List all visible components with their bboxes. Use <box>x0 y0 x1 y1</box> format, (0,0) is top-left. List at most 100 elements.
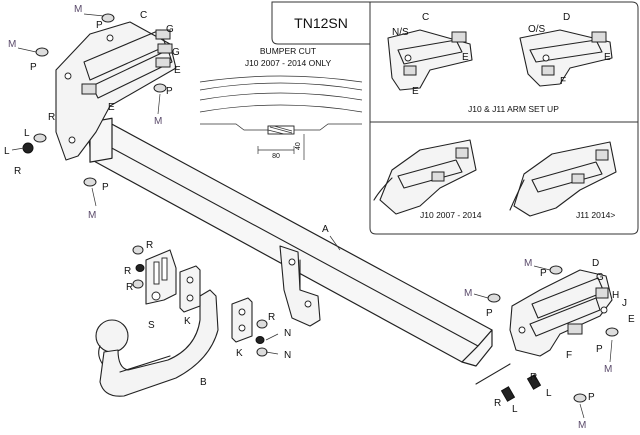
left-nut-g1 <box>155 29 171 40</box>
label-left-l2: L <box>4 146 10 157</box>
label-k2: K <box>236 348 243 359</box>
bumper-cut-subtitle: J10 2007 - 2014 ONLY <box>245 58 332 68</box>
label-right-p1: P <box>540 268 547 279</box>
os-nut <box>591 31 607 43</box>
label-left-g1: G <box>166 24 174 35</box>
label-right-l2: L <box>546 388 552 399</box>
bolt-l2 <box>526 374 542 390</box>
washer-p-right-left <box>487 293 501 303</box>
label-inset-f: F <box>560 76 566 87</box>
label-left-m2: M <box>8 39 16 50</box>
label-right-m1: M <box>524 258 532 269</box>
bumper-cut-diagram: BUMPER CUT J10 2007 - 2014 ONLY 80 40 <box>199 46 363 160</box>
left-nut-g2 <box>157 43 173 54</box>
label-left-l1: L <box>24 128 30 139</box>
label-s: S <box>148 320 155 331</box>
label-right-h: H <box>612 290 619 301</box>
label-right-r2: R <box>530 372 537 383</box>
right-bracket-assembly <box>475 269 613 385</box>
left-nut-e <box>81 83 97 95</box>
right-washers <box>487 265 619 403</box>
label-right-m2: M <box>464 288 472 299</box>
washer-p-right-lower <box>605 327 619 337</box>
os-bracket <box>519 29 613 87</box>
left-bracket-assembly <box>55 21 177 161</box>
j11-bracket <box>509 141 617 217</box>
washer-p-right-top <box>549 265 563 275</box>
label-right-l1: L <box>512 404 518 415</box>
spacer-k1 <box>179 265 201 313</box>
label-left-m4: M <box>88 210 96 221</box>
label-right-r1: R <box>494 398 501 409</box>
label-os: O/S <box>528 24 546 35</box>
dim-80: 80 <box>272 153 280 160</box>
label-right-m4: M <box>578 420 586 431</box>
bolt-l1 <box>500 386 516 402</box>
title-box: TN12SN <box>271 1 371 45</box>
washer-p-right <box>153 83 167 93</box>
caption-j11: J11 2014> <box>576 210 615 220</box>
label-a: A <box>322 224 329 235</box>
label-n2: N <box>284 350 291 361</box>
label-k1: K <box>184 316 191 327</box>
label-right-p2: P <box>486 308 493 319</box>
label-left-e2: E <box>108 102 115 113</box>
right-nut-h <box>595 287 609 299</box>
label-left-m3: M <box>154 116 162 127</box>
spacer-k2 <box>231 297 253 343</box>
washer-r-left <box>33 133 47 143</box>
towball-fixings <box>132 245 268 357</box>
label-left-p1: P <box>96 20 103 31</box>
label-left-e1: E <box>174 65 181 76</box>
label-b: B <box>200 377 207 388</box>
leader-lines <box>11 13 613 419</box>
center-bracket <box>279 245 321 327</box>
dim-40: 40 <box>295 142 302 150</box>
label-left-p2: P <box>30 62 37 73</box>
j10-bracket <box>373 139 477 215</box>
label-r3: R <box>126 282 133 293</box>
title: TN12SN <box>294 15 348 31</box>
label-r1: R <box>146 240 153 251</box>
towball-neck-b <box>95 289 219 397</box>
washer-p-right-bottom <box>573 393 587 403</box>
label-left-c: C <box>140 10 147 21</box>
caption-j10: J10 2007 - 2014 <box>420 210 482 220</box>
label-left-p3: P <box>166 86 173 97</box>
right-nut-f <box>567 323 583 335</box>
caption-arm-setup: J10 & J11 ARM SET UP <box>468 104 559 114</box>
socket-plate-s <box>145 249 177 305</box>
left-nut-g3 <box>155 57 171 68</box>
label-right-p3: P <box>596 344 603 355</box>
label-inset-e1: E <box>462 52 469 63</box>
label-left-p4: P <box>102 182 109 193</box>
label-right-p4: P <box>588 392 595 403</box>
washer-p-lower <box>83 177 97 187</box>
label-r2: R <box>124 266 131 277</box>
label-right-m3: M <box>604 364 612 375</box>
label-left-r2: R <box>14 166 21 177</box>
label-inset-c: C <box>422 12 429 23</box>
label-r4: R <box>268 312 275 323</box>
label-right-g: G <box>596 272 604 283</box>
label-left-r1: R <box>48 112 55 123</box>
washer-p-top <box>101 13 115 23</box>
arm-setup-inset: N/S C E E O/S D E F J10 & J11 ARM SET UP… <box>369 1 639 235</box>
label-left-g2: G <box>172 47 180 58</box>
nut-l-left <box>22 142 34 154</box>
bumper-cut-title: BUMPER CUT <box>260 46 316 56</box>
label-right-d: D <box>592 258 599 269</box>
ns-bracket <box>387 29 473 91</box>
label-inset-e3: E <box>604 52 611 63</box>
label-left-m1: M <box>74 4 82 15</box>
label-inset-d: D <box>563 12 570 23</box>
washer-p-left <box>35 47 49 57</box>
towball <box>95 319 129 353</box>
label-n1: N <box>284 328 291 339</box>
label-right-e: E <box>628 314 635 325</box>
label-inset-e2: E <box>412 86 419 97</box>
label-right-j: J <box>622 298 627 309</box>
label-ns: N/S <box>392 27 409 38</box>
ns-nut <box>451 31 467 43</box>
